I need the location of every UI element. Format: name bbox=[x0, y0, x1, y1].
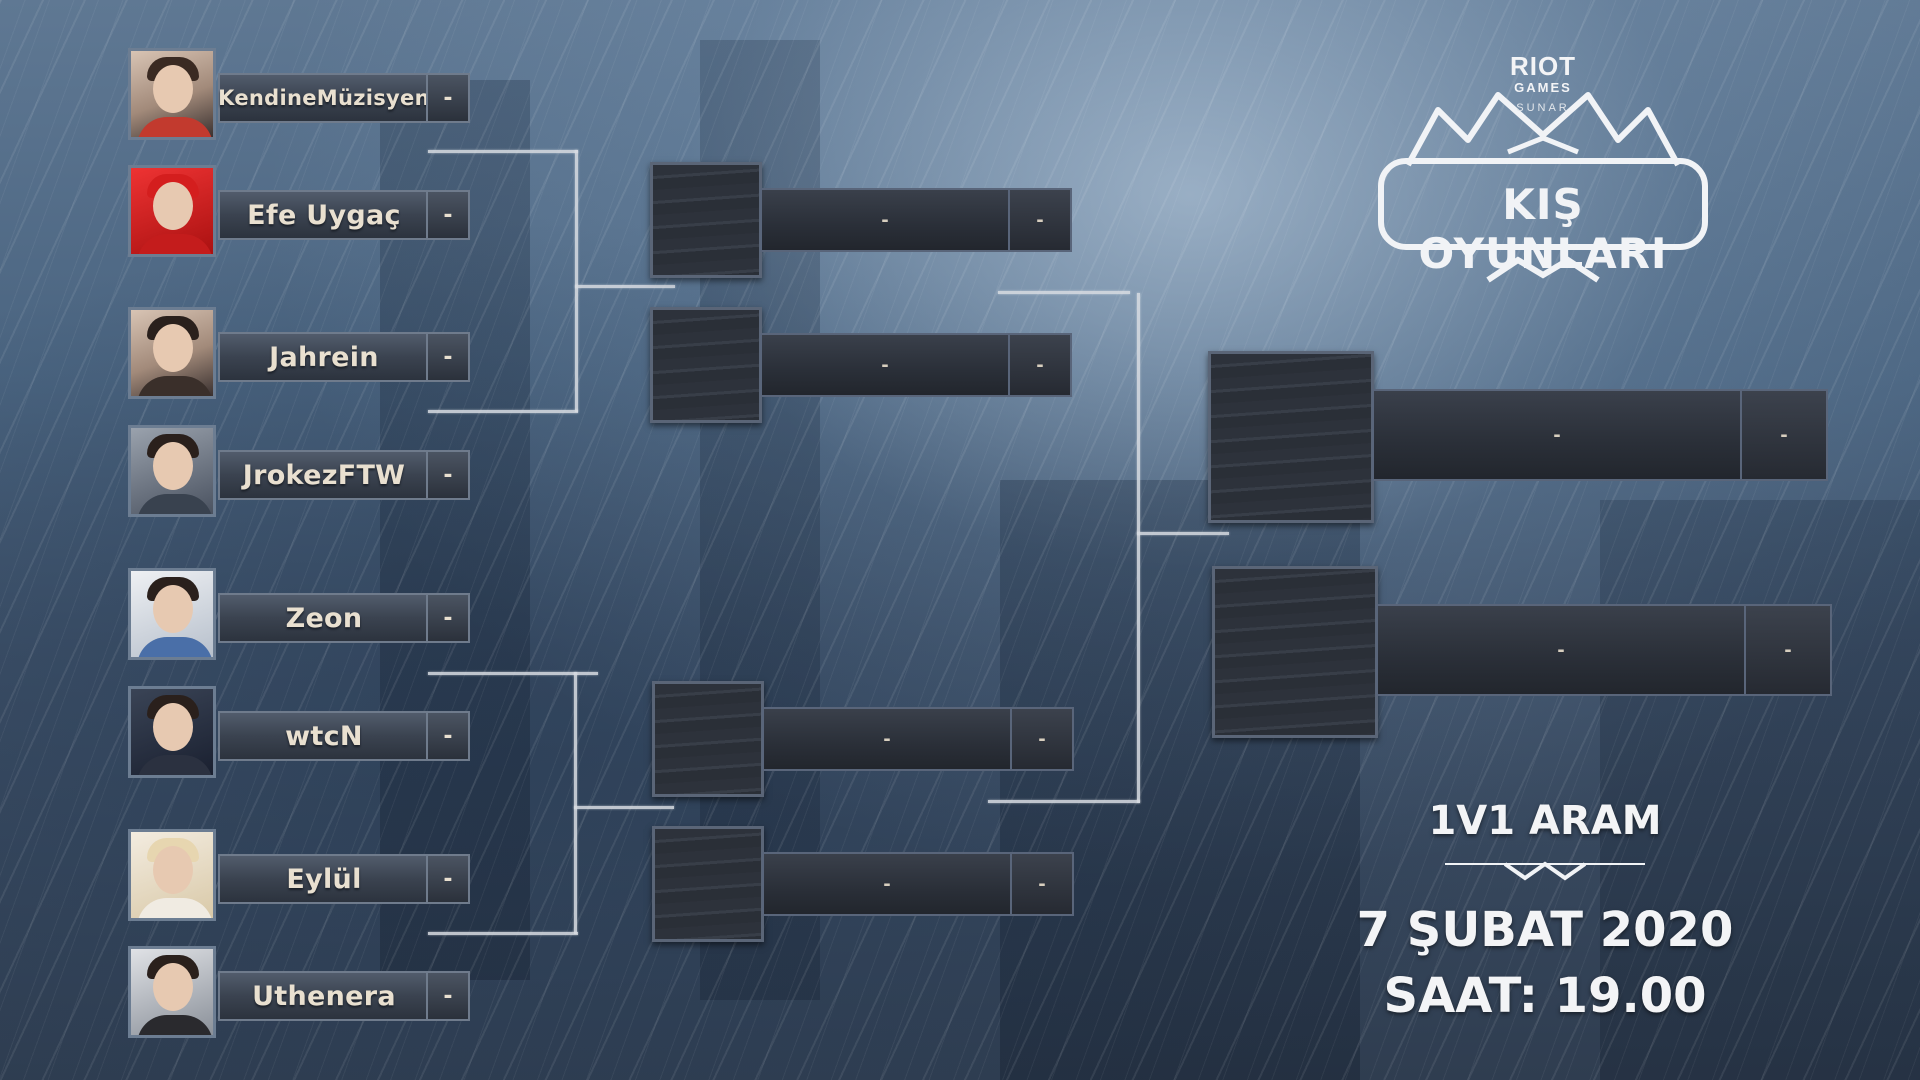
player-name: Eylül bbox=[286, 863, 362, 895]
player-name: KendineMüzisyen bbox=[218, 86, 430, 110]
player-nameplate: Eylül bbox=[218, 854, 428, 904]
semifinal-slot-4: - - bbox=[652, 826, 1077, 942]
final-score: - bbox=[1744, 604, 1832, 696]
connector-line bbox=[428, 672, 598, 675]
player-slot-7: Eylül - bbox=[128, 829, 470, 921]
final-avatar-placeholder bbox=[1208, 351, 1374, 523]
background-tower-far-right bbox=[1600, 500, 1920, 1080]
connector-line bbox=[574, 806, 674, 809]
event-title: KIŞ OYUNLARI bbox=[1418, 180, 1668, 278]
player-slot-8: Uthenera - bbox=[128, 946, 470, 1038]
event-date: 7 ŞUBAT 2020 bbox=[1356, 902, 1734, 958]
player-name: wtcN bbox=[285, 720, 363, 752]
event-mode: 1V1 ARAM bbox=[1428, 798, 1662, 844]
semifinal-nameplate: - bbox=[762, 707, 1012, 771]
semifinal-score: - bbox=[1008, 333, 1072, 397]
connector-line bbox=[575, 285, 675, 288]
semifinal-score: - bbox=[1008, 188, 1072, 252]
logo-ornament-icon bbox=[1405, 92, 1681, 283]
player-score: - bbox=[426, 593, 470, 643]
connector-line bbox=[988, 800, 1140, 803]
player-name: Zeon bbox=[285, 602, 363, 634]
semifinal-score: - bbox=[1010, 707, 1074, 771]
player-name: JrokezFTW bbox=[242, 459, 406, 491]
final-nameplate: - bbox=[1372, 389, 1742, 481]
connector-line bbox=[1137, 293, 1140, 803]
event-time: SAAT: 19.00 bbox=[1383, 968, 1707, 1024]
player-score: - bbox=[426, 450, 470, 500]
final-nameplate: - bbox=[1376, 604, 1746, 696]
final-avatar-placeholder bbox=[1212, 566, 1378, 738]
player-score: - bbox=[426, 332, 470, 382]
player-avatar bbox=[128, 307, 216, 399]
player-avatar bbox=[128, 48, 216, 140]
player-nameplate: Zeon bbox=[218, 593, 428, 643]
riot-logo-text: RIOT bbox=[1509, 51, 1577, 81]
player-slot-3: Jahrein - bbox=[128, 307, 470, 399]
player-score: - bbox=[426, 854, 470, 904]
player-nameplate: JrokezFTW bbox=[218, 450, 428, 500]
final-slot-1: - - bbox=[1208, 351, 1828, 523]
event-logo: RIOT GAMES SUNAR KIŞ OYUNLARI bbox=[1368, 40, 1718, 300]
player-avatar bbox=[128, 568, 216, 660]
player-avatar bbox=[128, 686, 216, 778]
final-score: - bbox=[1740, 389, 1828, 481]
player-nameplate: Efe Uygaç bbox=[218, 190, 428, 240]
player-nameplate: Jahrein bbox=[218, 332, 428, 382]
player-nameplate: wtcN bbox=[218, 711, 428, 761]
semifinal-avatar-placeholder bbox=[650, 162, 762, 278]
player-avatar bbox=[128, 425, 216, 517]
semifinal-slot-2: - - bbox=[650, 307, 1075, 423]
semifinal-slot-1: - - bbox=[650, 162, 1075, 278]
player-slot-4: JrokezFTW - bbox=[128, 425, 470, 517]
connector-line bbox=[574, 672, 577, 934]
player-avatar bbox=[128, 829, 216, 921]
player-name: Uthenera bbox=[252, 980, 396, 1012]
divider-ornament-icon bbox=[1445, 861, 1645, 881]
connector-line bbox=[1137, 532, 1229, 535]
semifinal-slot-3: - - bbox=[652, 681, 1077, 797]
player-slot-2: Efe Uygaç - bbox=[128, 165, 470, 257]
player-avatar bbox=[128, 946, 216, 1038]
player-avatar bbox=[128, 165, 216, 257]
connector-line bbox=[998, 291, 1130, 294]
player-score: - bbox=[426, 73, 470, 123]
player-nameplate: KendineMüzisyen bbox=[218, 73, 430, 123]
connector-line bbox=[428, 932, 578, 935]
logo-title-frame bbox=[1378, 158, 1708, 250]
connector-line bbox=[428, 150, 578, 153]
semifinal-avatar-placeholder bbox=[652, 681, 764, 797]
player-slot-5: Zeon - bbox=[128, 568, 470, 660]
player-name: Efe Uygaç bbox=[247, 199, 401, 231]
semifinal-avatar-placeholder bbox=[650, 307, 762, 423]
player-slot-6: wtcN - bbox=[128, 686, 470, 778]
semifinal-avatar-placeholder bbox=[652, 826, 764, 942]
semifinal-nameplate: - bbox=[762, 852, 1012, 916]
player-nameplate: Uthenera bbox=[218, 971, 428, 1021]
sunar-text: SUNAR bbox=[1516, 102, 1570, 114]
player-name: Jahrein bbox=[269, 341, 379, 373]
games-logo-text: GAMES bbox=[1514, 80, 1572, 95]
connector-line bbox=[428, 410, 578, 413]
semifinal-score: - bbox=[1010, 852, 1074, 916]
connector-line bbox=[575, 150, 578, 412]
player-slot-1: KendineMüzisyen - bbox=[128, 48, 470, 140]
player-score: - bbox=[426, 711, 470, 761]
player-score: - bbox=[426, 971, 470, 1021]
semifinal-nameplate: - bbox=[760, 333, 1010, 397]
semifinal-nameplate: - bbox=[760, 188, 1010, 252]
final-slot-2: - - bbox=[1212, 566, 1832, 738]
player-score: - bbox=[426, 190, 470, 240]
